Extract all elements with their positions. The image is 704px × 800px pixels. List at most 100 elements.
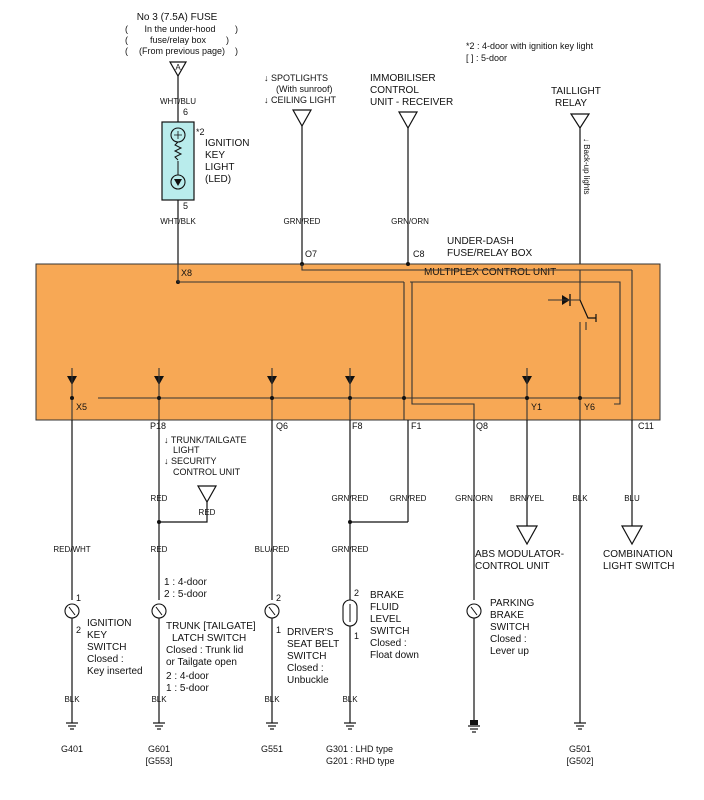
terminal-q8: Q8	[476, 421, 488, 431]
combination-switch-arrow	[620, 525, 644, 546]
under-dash-fuse-relay-box	[35, 263, 661, 421]
wire-grn-orn-q8: GRN/ORN	[455, 494, 493, 503]
wire-immo-grn-orn: GRN/ORN	[391, 217, 429, 226]
multiplex-control-unit-label: MULTIPLEX CONTROL UNIT	[424, 267, 556, 278]
ground-g301: G301 : LHD type	[326, 744, 393, 754]
backup-lights-note: ↓ Back-up lights	[582, 138, 591, 194]
taillight-relay-arrow	[569, 113, 591, 130]
combination-switch-label: COMBINATION LIGHT SWITCH	[603, 549, 674, 572]
terminal-x5: X5	[76, 402, 87, 412]
svg-text:Closed :: Closed :	[87, 654, 124, 665]
relay-contact-icon	[579, 299, 596, 319]
svg-text:Lever up: Lever up	[490, 646, 529, 657]
wire-brn-yel: BRN/YEL	[510, 494, 545, 503]
svg-text:Unbuckle: Unbuckle	[287, 675, 329, 686]
svg-text:COMBINATION: COMBINATION	[603, 549, 673, 560]
ignition-key-switch-label: IGNITION KEY SWITCH Closed : Key inserte…	[87, 618, 143, 677]
svg-text:KEY: KEY	[205, 150, 225, 161]
ground-g401: G401	[61, 744, 83, 754]
terminal-c11: C11	[638, 421, 654, 431]
wire-red-wht: RED/WHT	[53, 545, 90, 554]
svg-text:(LED): (LED)	[205, 174, 231, 185]
trunk-note: ↓ TRUNK/TAILGATE LIGHT ↓ SECURITY CONTRO…	[164, 435, 247, 477]
seat-belt-switch-label: DRIVER'S SEAT BELT SWITCH Closed : Unbuc…	[287, 627, 339, 686]
ignition-key-light-label: IGNITION KEY LIGHT (LED)	[205, 138, 249, 185]
taillight-relay-label: TAILLIGHT RELAY	[551, 86, 601, 109]
svg-text:): )	[235, 24, 238, 34]
terminal-y6: Y6	[584, 402, 595, 412]
svg-text:↓ TRUNK/TAILGATE: ↓ TRUNK/TAILGATE	[164, 435, 247, 445]
fuse-connector-arrow	[168, 61, 188, 78]
svg-text:FLUID: FLUID	[370, 602, 399, 613]
svg-text:Closed :: Closed :	[490, 634, 527, 645]
wire-blk-g601: BLK	[151, 695, 167, 704]
svg-text:2 : 4-door: 2 : 4-door	[166, 671, 209, 682]
terminal-f1: F1	[411, 421, 422, 431]
svg-text:Float down: Float down	[370, 650, 419, 661]
brake-fluid-switch-label: BRAKE FLUID LEVEL SWITCH Closed : Float …	[370, 590, 419, 661]
svg-text:SWITCH: SWITCH	[87, 642, 126, 653]
parking-brake-switch-label: PARKING BRAKE SWITCH Closed : Lever up	[490, 598, 534, 657]
ground-g501: G501	[569, 744, 591, 754]
svg-text:LIGHT SWITCH: LIGHT SWITCH	[603, 561, 674, 572]
terminal-q6: Q6	[276, 421, 288, 431]
ign-switch-pin-1: 1	[76, 593, 81, 603]
svg-text:1 : 5-door: 1 : 5-door	[166, 683, 209, 694]
legend-line-1: *2 : 4-door with ignition key light	[466, 41, 594, 51]
immobiliser-arrow	[397, 111, 419, 130]
terminal-p18: P18	[150, 421, 166, 431]
wire-blu: BLU	[624, 494, 640, 503]
legend-line-2: [ ] : 5-door	[466, 53, 507, 63]
wire-red-2: RED	[151, 545, 168, 554]
fuse-location: In the under-hood	[144, 24, 215, 34]
svg-text:DRIVER'S: DRIVER'S	[287, 627, 334, 638]
svg-text:Closed :: Closed :	[287, 663, 324, 674]
internal-arrows	[67, 368, 532, 420]
svg-text:IMMOBILISER: IMMOBILISER	[370, 73, 436, 84]
svg-text:CONTROL: CONTROL	[370, 85, 419, 96]
ign-switch-pin-2: 2	[76, 625, 81, 635]
svg-text:SWITCH: SWITCH	[370, 626, 409, 637]
ground-g502: [G502]	[566, 756, 593, 766]
ign-light-star: *2	[196, 127, 205, 137]
wire-spot-grn-red: GRN/RED	[284, 217, 321, 226]
fuse-connector-letter: A	[175, 63, 181, 72]
svg-text:LEVEL: LEVEL	[370, 614, 402, 625]
abs-modulator-arrow	[515, 525, 539, 546]
wire-blk-g401: BLK	[64, 695, 80, 704]
svg-text:↓ CEILING LIGHT: ↓ CEILING LIGHT	[264, 95, 337, 105]
terminal-y1: Y1	[531, 402, 542, 412]
svg-text:(With sunroof): (With sunroof)	[276, 84, 333, 94]
svg-text:(: (	[125, 35, 128, 45]
svg-text:Key inserted: Key inserted	[87, 666, 143, 677]
wire-grn-red-low: GRN/RED	[332, 545, 369, 554]
wire-grn-red-f8: GRN/RED	[332, 494, 369, 503]
svg-text:CONTROL UNIT: CONTROL UNIT	[475, 561, 550, 572]
svg-text:Closed :: Closed :	[370, 638, 407, 649]
fuse-bracket-open: (	[125, 24, 128, 34]
wire-wht-blu: WHT/BLU	[160, 97, 196, 106]
wire-red-1: RED	[151, 494, 168, 503]
svg-text:(: (	[125, 46, 128, 56]
svg-text:↓ SPOTLIGHTS: ↓ SPOTLIGHTS	[264, 73, 328, 83]
svg-text:RELAY: RELAY	[555, 98, 587, 109]
spotlights-arrow	[291, 109, 313, 128]
svg-text:↓ SECURITY: ↓ SECURITY	[164, 456, 217, 466]
svg-text:SWITCH: SWITCH	[490, 622, 529, 633]
svg-text:or Tailgate open: or Tailgate open	[166, 657, 237, 668]
svg-text:TRUNK [TAILGATE]: TRUNK [TAILGATE]	[166, 621, 256, 632]
ground-g201: G201 : RHD type	[326, 756, 395, 766]
ground-g601: G601	[148, 744, 170, 754]
svg-text:SWITCH: SWITCH	[287, 651, 326, 662]
wire-red-branch: RED	[199, 508, 216, 517]
svg-text:LIGHT: LIGHT	[173, 445, 200, 455]
svg-text:2 : 5-door: 2 : 5-door	[164, 589, 207, 600]
fuse-box: fuse/relay box	[150, 35, 207, 45]
terminal-f8: F8	[352, 421, 363, 431]
immobiliser-label: IMMOBILISER CONTROL UNIT - RECEIVER	[370, 73, 453, 108]
svg-text:PARKING: PARKING	[490, 598, 534, 609]
seatbelt-pin-2: 2	[276, 593, 281, 603]
security-unit-arrow	[196, 485, 218, 504]
fuse-from-page: (From previous page)	[139, 46, 225, 56]
svg-text:LATCH SWITCH: LATCH SWITCH	[172, 633, 246, 644]
